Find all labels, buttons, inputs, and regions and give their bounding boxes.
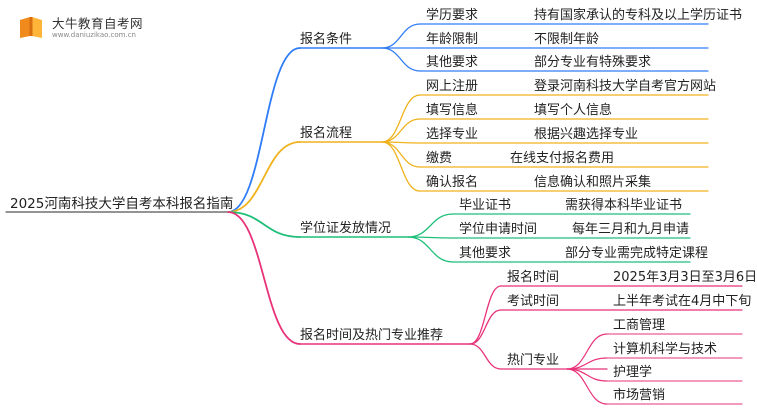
leaf-node: 信息确认和照片采集 xyxy=(534,175,652,190)
branch-connector xyxy=(227,47,301,213)
child-connector xyxy=(469,285,502,345)
branch-node: 报名流程 xyxy=(300,126,353,141)
book-logo-icon xyxy=(20,17,42,38)
branch-node: 报名条件 xyxy=(300,32,353,47)
leaf-node: 市场营销 xyxy=(613,388,666,403)
leaf-node: 不限制年龄 xyxy=(534,32,600,47)
leaf-node: 在线支付报名费用 xyxy=(510,151,615,166)
child-node: 热门专业 xyxy=(507,353,560,368)
leaf-node: 部分专业有特殊要求 xyxy=(534,55,652,70)
child-node: 毕业证书 xyxy=(459,198,512,213)
leaf-node: 部分专业需完成特定课程 xyxy=(565,246,709,261)
child-node: 学位申请时间 xyxy=(459,222,538,237)
child-connector xyxy=(381,118,421,143)
leaf-node: 每年三月和九月申请 xyxy=(572,222,690,237)
leaf-node: 根据兴趣选择专业 xyxy=(534,127,639,142)
logo-url: www.daniuzikao.com.cn xyxy=(52,31,136,39)
child-connector xyxy=(469,309,502,345)
child-connector xyxy=(381,141,421,168)
child-node: 报名时间 xyxy=(507,270,560,285)
child-node: 选择专业 xyxy=(426,127,479,142)
child-connector xyxy=(381,141,421,192)
root-node: 2025河南科技大学自考本科报名指南 xyxy=(10,196,234,212)
child-connector xyxy=(381,23,421,49)
child-connector xyxy=(469,343,502,370)
leaf-node: 计算机科学与技术 xyxy=(613,342,718,357)
site-logo[interactable]: 大牛教育自考网 www.daniuzikao.com.cn xyxy=(18,10,178,44)
leaf-node: 需获得本科毕业证书 xyxy=(565,198,683,213)
leaf-node: 登录河南科技大学自考官方网站 xyxy=(534,79,717,94)
logo-name: 大牛教育自考网 xyxy=(52,16,144,31)
leaf-node: 护理学 xyxy=(613,365,653,380)
branch-node: 学位证发放情况 xyxy=(300,221,392,236)
child-node: 其他要求 xyxy=(426,55,479,70)
child-connector xyxy=(407,236,454,263)
child-connector xyxy=(407,213,454,238)
leaf-node: 2025年3月3日至3月6日 xyxy=(613,270,757,285)
branch-connector xyxy=(227,211,301,345)
branch-node: 报名时间及热门专业推荐 xyxy=(300,328,444,343)
branch-connector xyxy=(227,141,301,213)
leaf-node: 持有国家承认的专科及以上学历证书 xyxy=(534,8,743,23)
child-connector xyxy=(381,47,421,72)
leaf-node: 上半年考试在4月中下旬 xyxy=(613,294,752,309)
child-node: 缴费 xyxy=(426,151,453,166)
child-node: 确认报名 xyxy=(426,175,479,190)
child-node: 网上注册 xyxy=(426,79,479,94)
leaf-connector xyxy=(566,368,608,405)
child-node: 考试时间 xyxy=(507,294,560,309)
child-connector xyxy=(381,94,421,143)
leaf-node: 工商管理 xyxy=(613,318,666,333)
child-node: 填写信息 xyxy=(426,103,479,118)
child-node: 学历要求 xyxy=(426,8,479,23)
leaf-node: 填写个人信息 xyxy=(534,103,613,118)
leaf-connector xyxy=(566,333,608,370)
child-node: 年龄限制 xyxy=(426,32,479,47)
child-node: 其他要求 xyxy=(459,246,512,261)
branch-connector xyxy=(227,211,301,238)
